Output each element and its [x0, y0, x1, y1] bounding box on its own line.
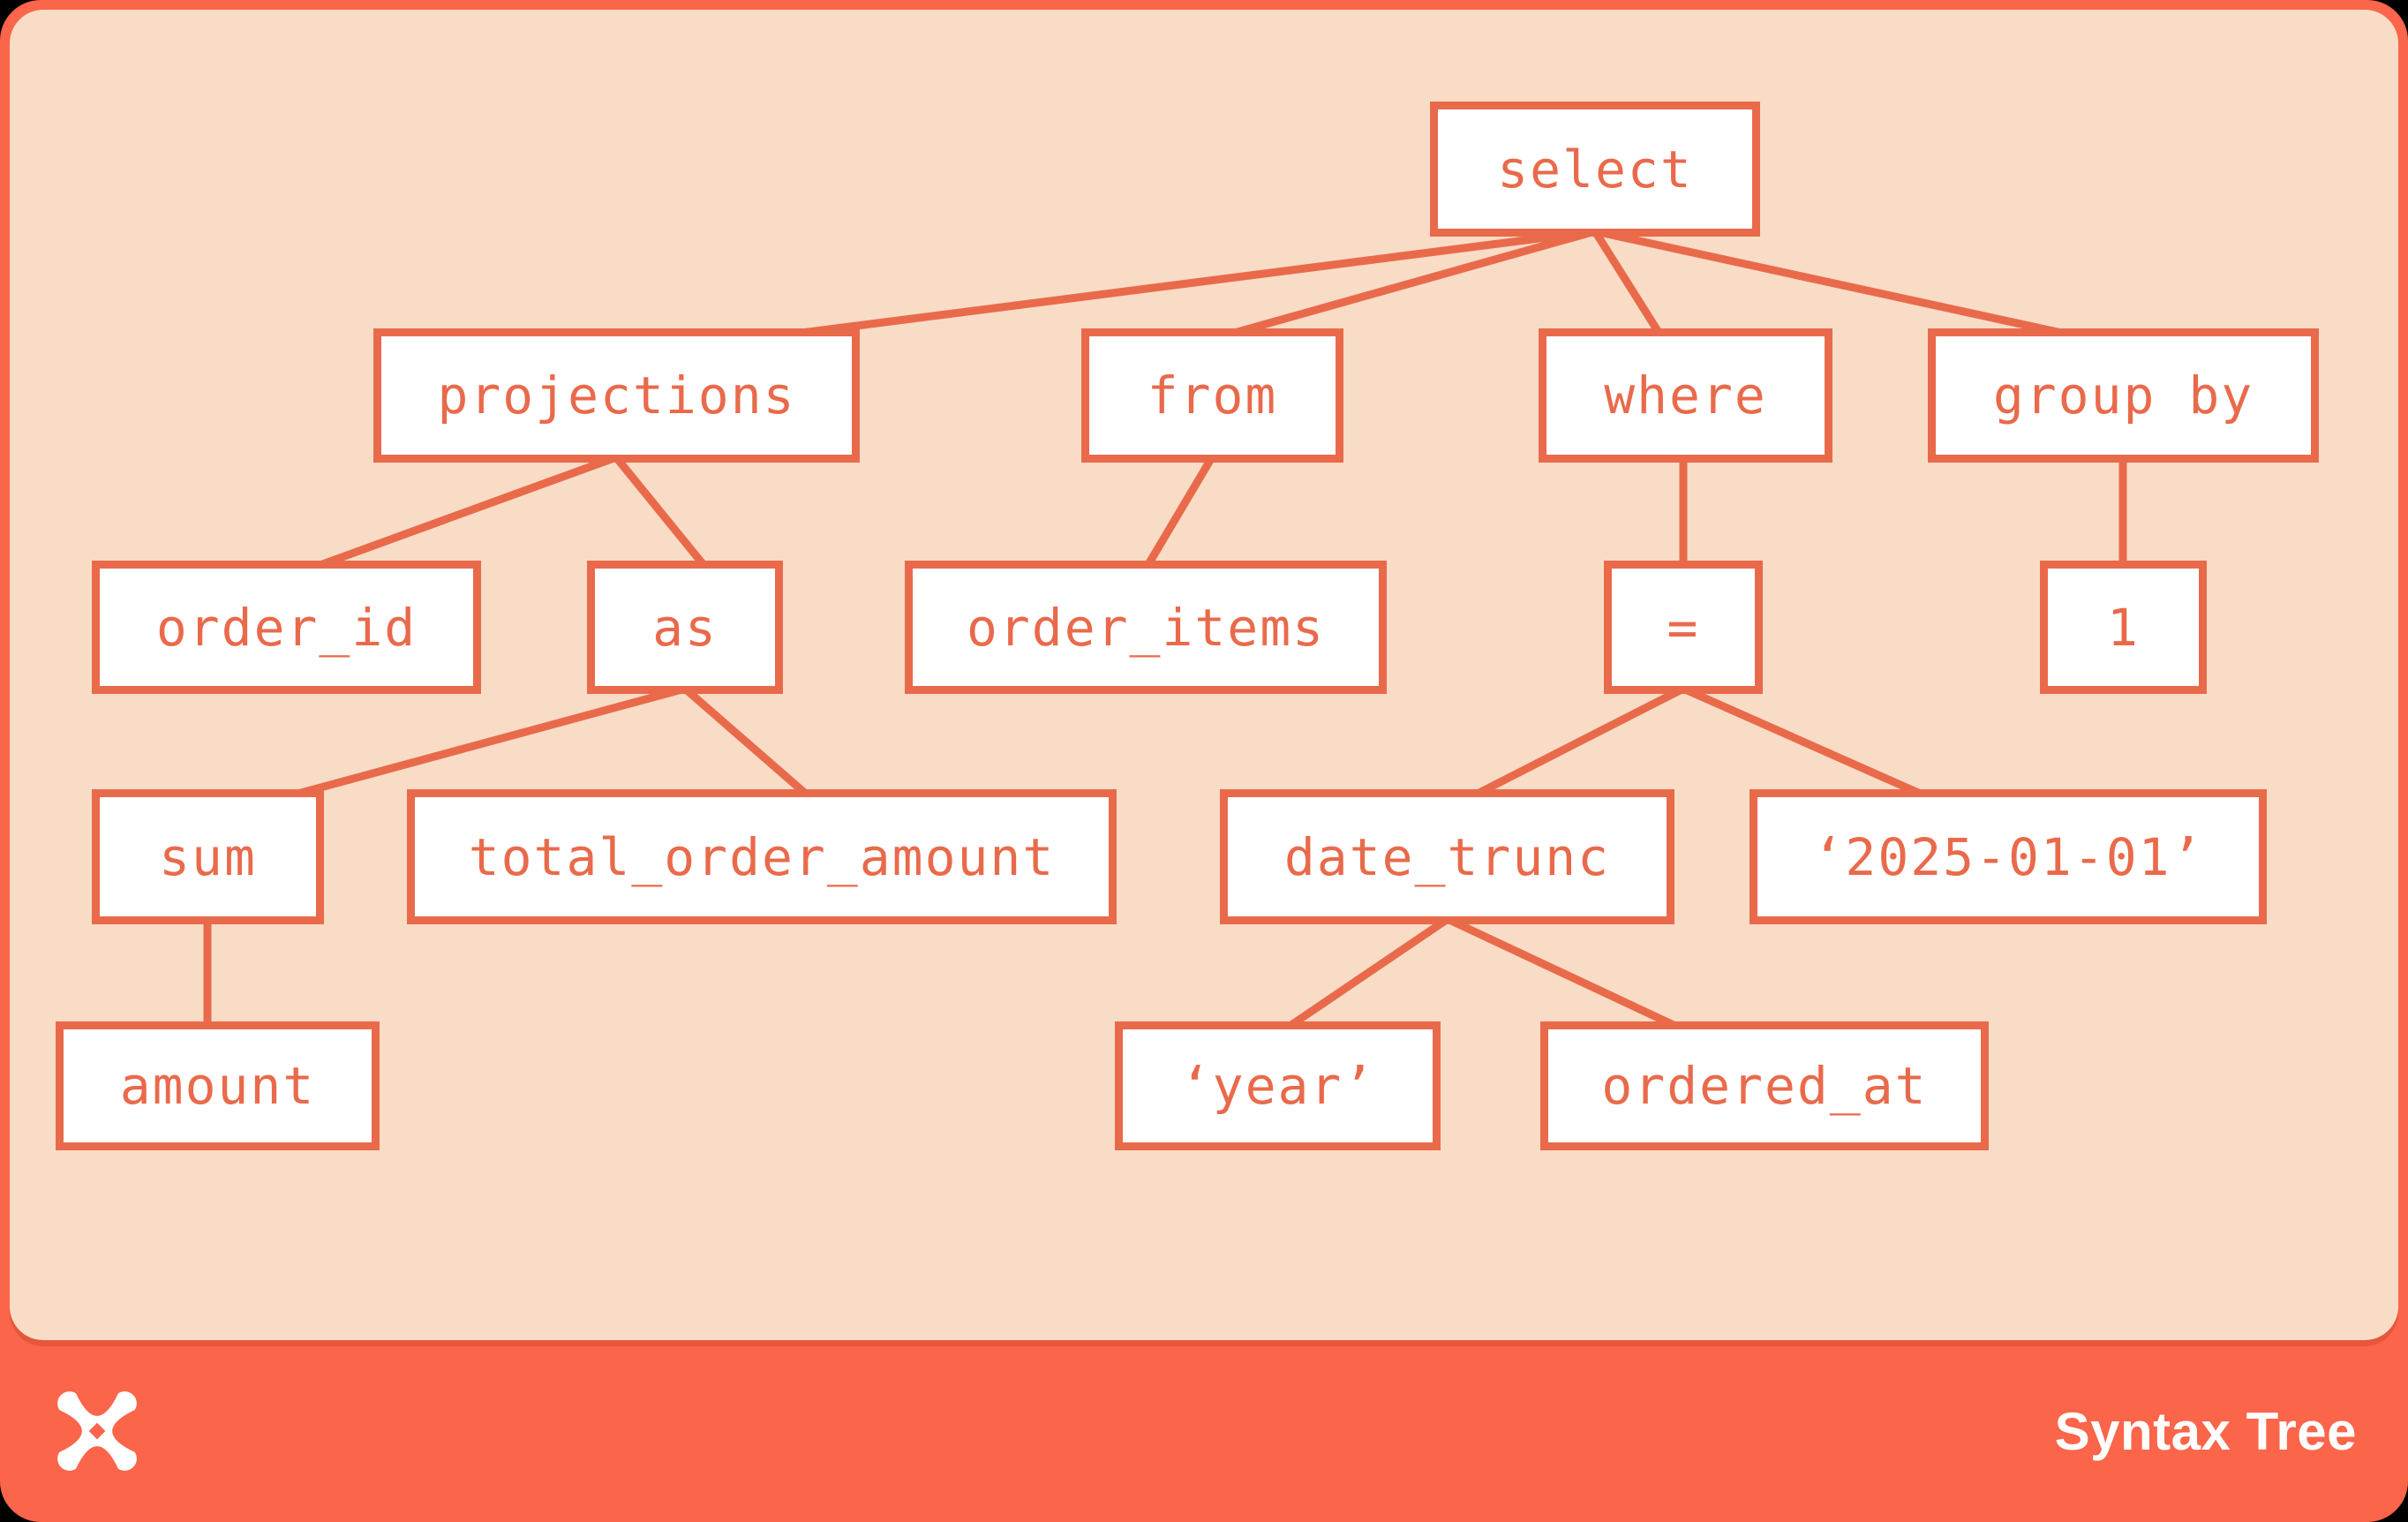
node-from: from [1081, 328, 1343, 463]
node-one: 1 [2040, 561, 2207, 694]
footer-bar: Syntax Tree [0, 1340, 2408, 1522]
node-date-trunc: date_trunc [1220, 789, 1674, 924]
footer-title: Syntax Tree [2054, 1401, 2357, 1461]
node-select: select [1430, 102, 1760, 237]
node-year-literal: ‘year’ [1115, 1021, 1441, 1150]
node-amount: amount [56, 1021, 380, 1150]
node-as: as [587, 561, 783, 694]
node-where: where [1539, 328, 1832, 463]
node-projections: projections [373, 328, 860, 463]
node-order-id: order_id [92, 561, 481, 694]
node-date-literal: ‘2025-01-01’ [1750, 789, 2267, 924]
node-order-items: order_items [905, 561, 1387, 694]
node-total-order-amount: total_order_amount [407, 789, 1117, 924]
dbt-logo-icon [57, 1391, 137, 1471]
diagram-canvas: select projections from where group by o… [10, 10, 2398, 1340]
node-group-by: group by [1928, 328, 2319, 463]
node-sum: sum [92, 789, 324, 924]
node-equals: = [1604, 561, 1763, 694]
node-ordered-at: ordered_at [1540, 1021, 1989, 1150]
